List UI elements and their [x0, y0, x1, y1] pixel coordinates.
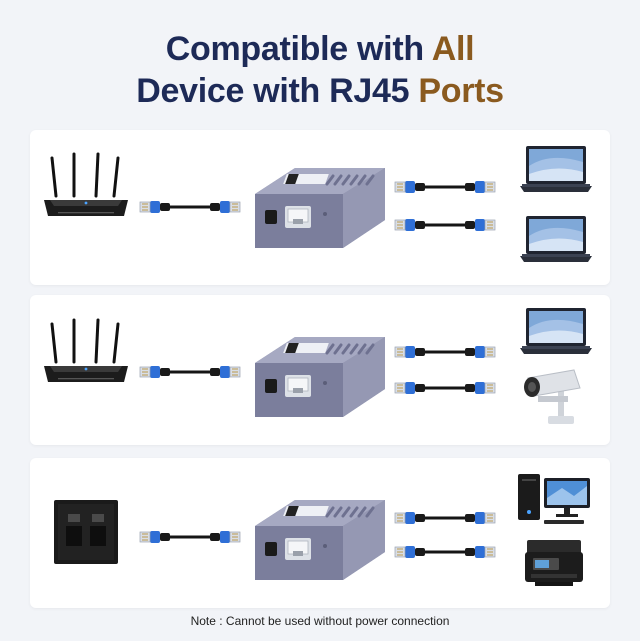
desktop-pc-icon: [518, 474, 590, 524]
ethernet-cable-in: [140, 531, 240, 543]
headline-line-2-text: Device with RJ45: [136, 72, 419, 110]
footer-note: Note : Cannot be used without power conn…: [190, 614, 450, 628]
poe-extender-device: [253, 166, 387, 250]
headline: Compatible with All Device with RJ45 Por…: [0, 28, 640, 112]
ethernet-cable-out-1: [395, 512, 495, 524]
laptop-icon: [520, 308, 592, 354]
headline-line-2: Device with RJ45 Ports: [0, 70, 640, 112]
ethernet-cable-out-2: [395, 219, 495, 231]
ethernet-cable-out-2: [395, 382, 495, 394]
security-camera-icon: [523, 369, 581, 425]
laptop-icon: [520, 216, 592, 262]
scenario-1: [42, 146, 592, 262]
ethernet-cable-out-1: [395, 181, 495, 193]
ethernet-cable-in: [140, 366, 240, 378]
headline-line-1: Compatible with All: [0, 28, 640, 70]
poe-extender-device: [253, 335, 387, 419]
ethernet-cable-in: [140, 201, 240, 213]
ethernet-cable-out-1: [395, 346, 495, 358]
ethernet-cable-out-2: [395, 546, 495, 558]
router-icon: [42, 152, 130, 218]
wall-jack-icon: [54, 500, 118, 564]
poe-extender-device: [253, 498, 387, 582]
router-icon: [42, 318, 130, 384]
headline-line-2-accent: Ports: [418, 72, 504, 110]
scenario-3: [54, 474, 590, 586]
printer-icon: [525, 540, 583, 586]
headline-line-1-accent: All: [431, 30, 475, 68]
headline-line-1-text: Compatible with: [165, 30, 432, 68]
laptop-icon: [520, 146, 592, 192]
scenario-2: [42, 308, 592, 425]
